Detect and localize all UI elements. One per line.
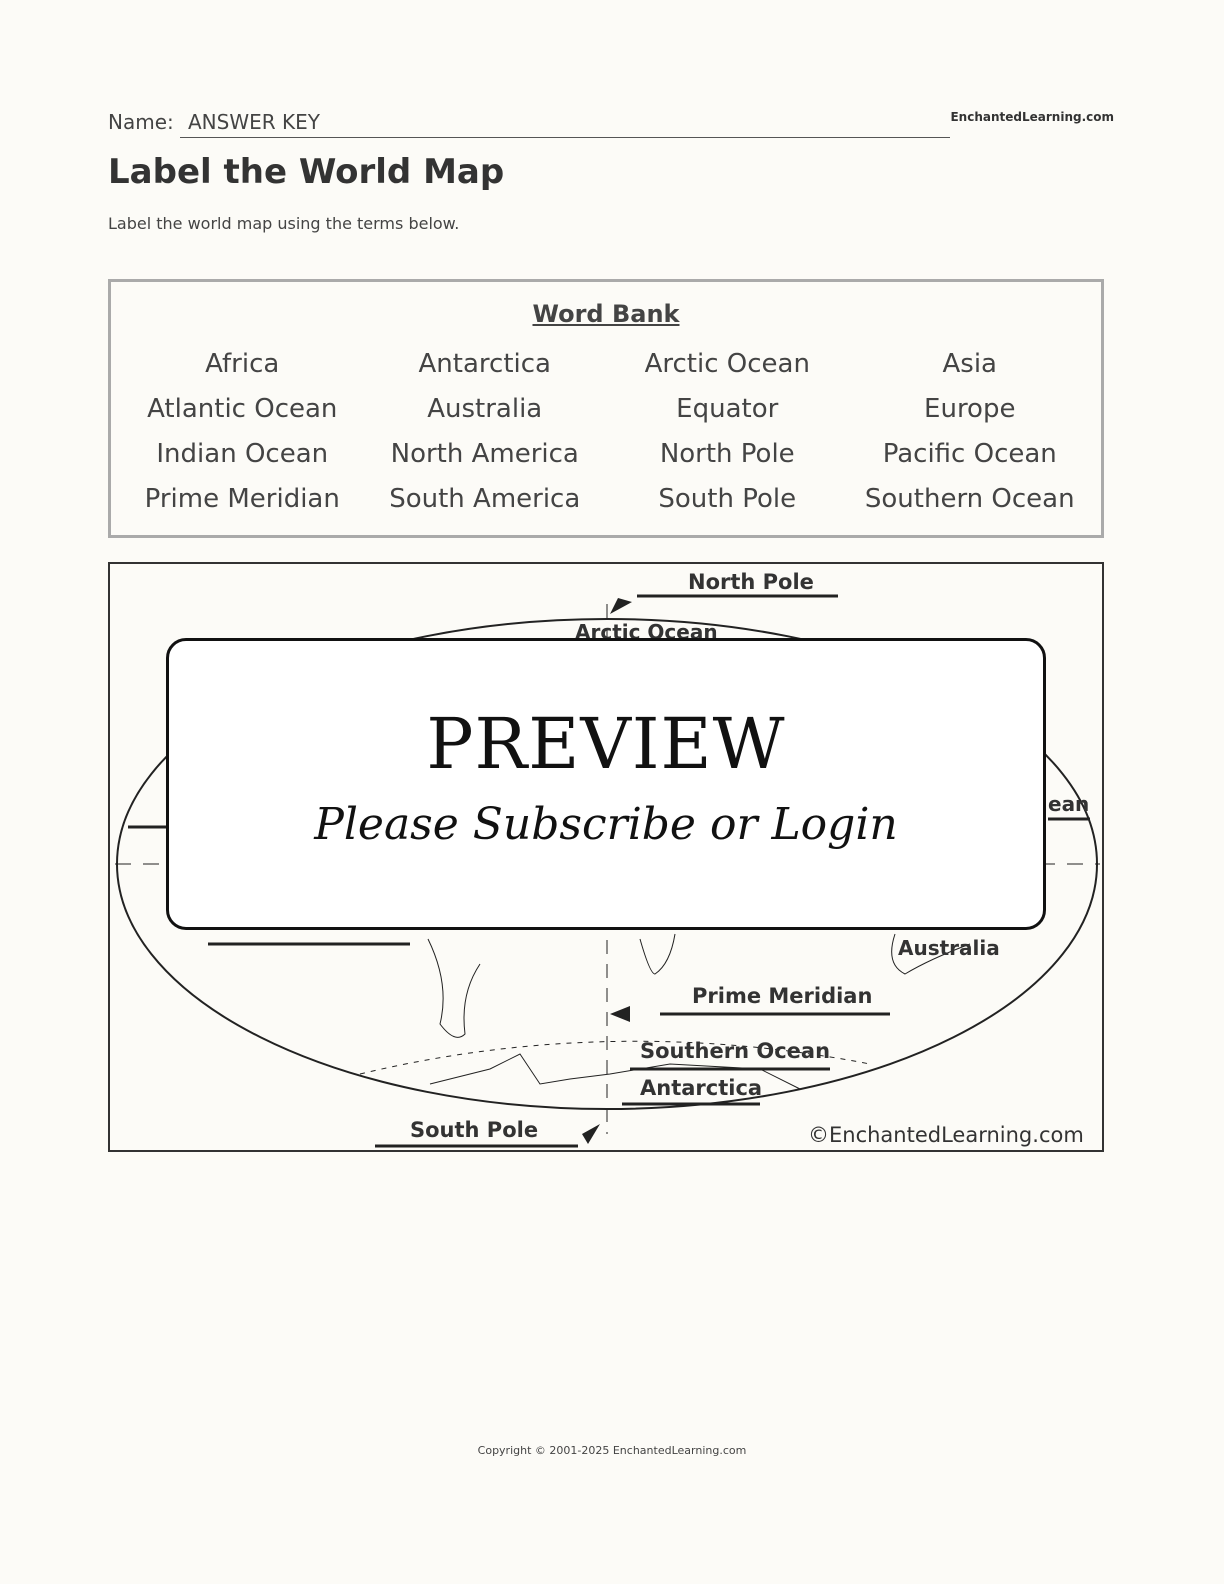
prime-meridian-arrow bbox=[610, 1006, 630, 1022]
antarctic-circle bbox=[359, 1040, 871, 1075]
word-bank-item: North Pole bbox=[659, 439, 795, 469]
label-southern-ocean: Southern Ocean bbox=[640, 1039, 831, 1063]
name-label: Name: bbox=[108, 110, 174, 134]
africa-outline bbox=[639, 933, 676, 975]
word-bank-item: South Pole bbox=[658, 484, 797, 514]
word-bank-item: South America bbox=[389, 484, 581, 514]
label-north-pole: North Pole bbox=[688, 570, 814, 594]
label-south-pole: South Pole bbox=[410, 1118, 539, 1142]
word-bank-item: Australia bbox=[427, 394, 543, 424]
word-bank-item: Arctic Ocean bbox=[644, 349, 810, 379]
word-bank-item: Atlantic Ocean bbox=[147, 394, 338, 424]
word-bank-item: Europe bbox=[924, 394, 1016, 424]
word-bank-item: North America bbox=[390, 439, 579, 469]
word-bank-item: Equator bbox=[676, 394, 779, 424]
label-australia: Australia bbox=[898, 936, 1000, 960]
word-bank-item: Africa bbox=[205, 349, 280, 379]
word-bank: Word Bank Africa Antarctica Arctic Ocean As… bbox=[108, 279, 1104, 538]
antarctica-outline bbox=[429, 1053, 801, 1090]
south-america-outline bbox=[427, 938, 481, 1038]
word-bank-item: Southern Ocean bbox=[864, 484, 1075, 514]
page-title: Label the World Map bbox=[108, 152, 505, 192]
subscribe-login-link[interactable]: Please Subscribe or Login bbox=[314, 799, 898, 850]
map-copyright: ©EnchantedLearning.com bbox=[808, 1123, 1084, 1147]
label-prime-meridian: Prime Meridian bbox=[692, 984, 873, 1008]
name-field[interactable]: ANSWER KEY bbox=[180, 110, 950, 138]
brand-link[interactable]: EnchantedLearning.com bbox=[950, 110, 1114, 124]
south-pole-arrow bbox=[582, 1124, 600, 1144]
australia-outline bbox=[891, 933, 971, 975]
word-bank-item: Asia bbox=[942, 349, 998, 379]
preview-title: PREVIEW bbox=[426, 703, 786, 785]
word-bank-item: Indian Ocean bbox=[156, 439, 329, 469]
word-bank-item: Prime Meridian bbox=[144, 484, 340, 514]
word-bank-item: Pacific Ocean bbox=[882, 439, 1057, 469]
word-bank-title: Word Bank bbox=[532, 300, 680, 328]
label-partial-ocean: ean bbox=[1048, 792, 1090, 816]
instructions: Label the world map using the terms belo… bbox=[108, 214, 460, 233]
north-pole-arrow bbox=[610, 598, 632, 614]
footer-copyright: Copyright © 2001-2025 EnchantedLearning.… bbox=[477, 1444, 747, 1457]
word-bank-item: Antarctica bbox=[418, 349, 551, 379]
label-antarctica: Antarctica bbox=[640, 1076, 763, 1100]
preview-overlay[interactable]: PREVIEW Please Subscribe or Login bbox=[166, 638, 1046, 930]
